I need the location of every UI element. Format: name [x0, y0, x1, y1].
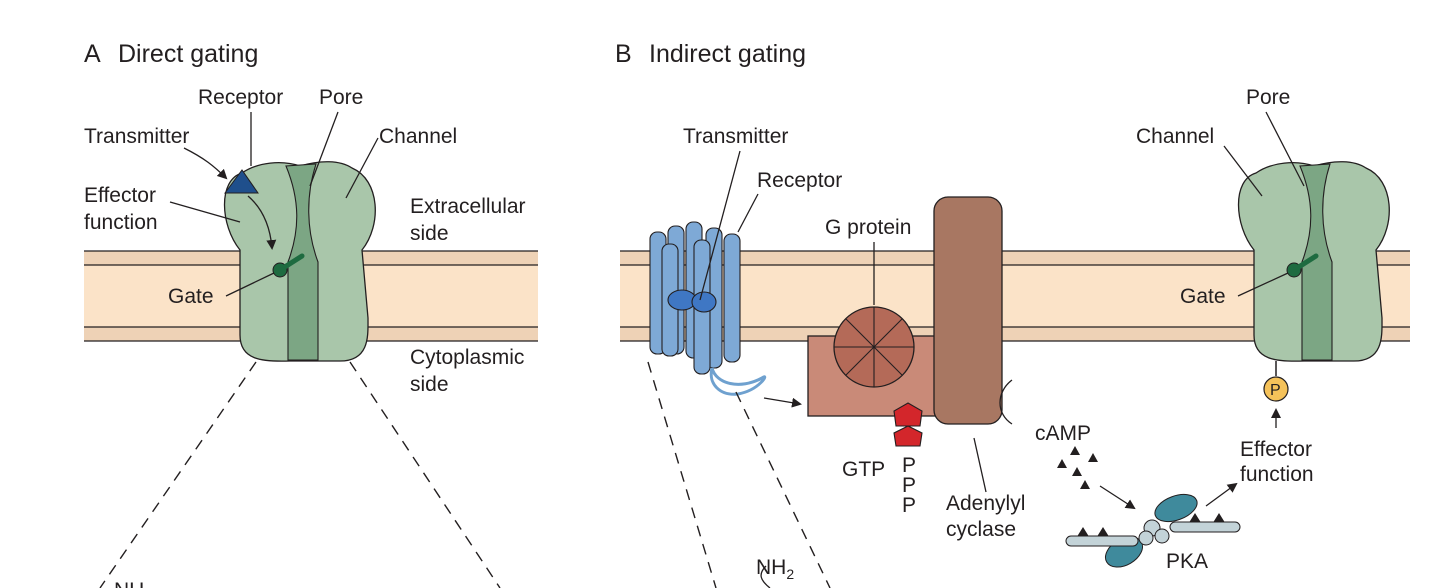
pka — [1065, 493, 1241, 568]
label-gate-b: Gate — [1180, 285, 1226, 308]
label-phosphate: P — [1270, 382, 1281, 399]
label-gate-a: Gate — [168, 285, 214, 308]
label-nh2: NH2 — [756, 556, 794, 582]
label-extracellular-2: side — [410, 222, 449, 245]
label-gtp: GTP — [842, 458, 885, 481]
label-camp: cAMP — [1035, 422, 1091, 445]
label-extracellular-1: Extracellular — [410, 195, 526, 218]
panel-b-letter: B — [615, 40, 632, 68]
panel-b-title: Indirect gating — [649, 40, 806, 68]
label-g-protein: G protein — [825, 216, 911, 239]
label-pka: PKA — [1166, 550, 1208, 573]
label-transmitter-b: Transmitter — [683, 125, 788, 148]
label-receptor-b: Receptor — [757, 169, 842, 192]
panel-a-letter: A — [84, 40, 101, 68]
panel-a-title: Direct gating — [118, 40, 258, 68]
label-nh-partial-a: NH — [114, 579, 144, 588]
phosphate-icon — [1263, 376, 1289, 402]
label-cytoplasmic-2: side — [410, 373, 449, 396]
adenylyl-cyclase — [933, 196, 1013, 425]
label-ppp-2: P — [902, 474, 916, 497]
label-pore-b: Pore — [1246, 86, 1290, 109]
label-effector-b-1: Effector — [1240, 438, 1312, 461]
label-channel-a: Channel — [379, 125, 457, 148]
g-protein — [807, 306, 943, 447]
label-cytoplasmic-1: Cytoplasmic — [410, 346, 524, 369]
camp-molecules — [1057, 446, 1098, 489]
channel-b: P — [1237, 161, 1390, 402]
panel-b: B Indirect gating — [615, 40, 1410, 588]
label-receptor-a: Receptor — [198, 86, 283, 109]
label-ppp-1: P — [902, 454, 916, 477]
label-effector-a-2: function — [84, 211, 158, 234]
label-effector-a-1: Effector — [84, 184, 156, 207]
panel-a: A Direct gating Receptor Pore Transmitte… — [84, 40, 538, 588]
gpcr-receptor — [649, 221, 767, 396]
label-adenylyl-1: Adenylyl — [946, 492, 1025, 515]
channel-a — [223, 161, 376, 362]
label-pore-a: Pore — [319, 86, 363, 109]
label-ppp-3: P — [902, 494, 916, 517]
label-transmitter-a: Transmitter — [84, 125, 189, 148]
label-channel-b: Channel — [1136, 125, 1214, 148]
label-adenylyl-2: cyclase — [946, 518, 1016, 541]
label-effector-b-2: function — [1240, 463, 1314, 486]
transmitter-triangle-a — [224, 169, 259, 194]
